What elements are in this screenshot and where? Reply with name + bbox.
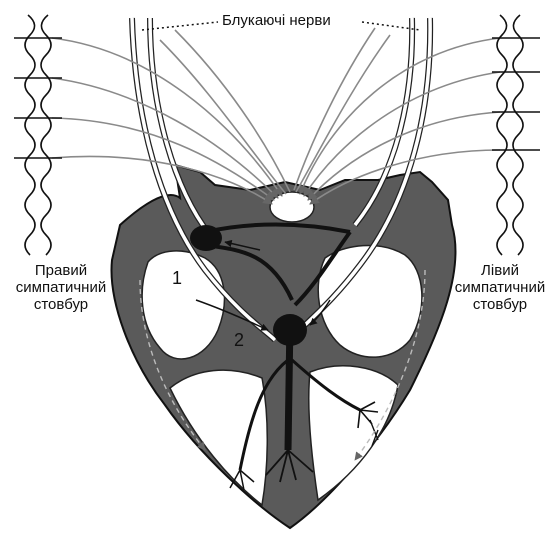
right-sympathetic-trunk-label: Правий симпатичний стовбур — [6, 262, 116, 313]
left-trunk-line-2: симпатичний — [445, 279, 555, 296]
right-sympathetic-trunk — [14, 15, 62, 255]
right-ventricle — [170, 370, 267, 505]
left-trunk-line-1: Лівий — [445, 262, 555, 279]
left-sympathetic-trunk — [492, 15, 540, 255]
node-label-1: 1 — [172, 268, 182, 289]
vagus-nerves-label: Блукаючі нерви — [222, 12, 331, 29]
left-trunk-line-3: стовбур — [445, 296, 555, 313]
right-sympathetic-fibers — [52, 30, 290, 204]
left-sympathetic-trunk-label: Лівий симпатичний стовбур — [445, 262, 555, 313]
right-trunk-line-1: Правий — [6, 262, 116, 279]
node-label-2: 2 — [234, 330, 244, 351]
right-trunk-line-2: симпатичний — [6, 279, 116, 296]
sinoatrial-node — [190, 225, 222, 251]
atrioventricular-node — [273, 314, 307, 346]
right-trunk-line-3: стовбур — [6, 296, 116, 313]
